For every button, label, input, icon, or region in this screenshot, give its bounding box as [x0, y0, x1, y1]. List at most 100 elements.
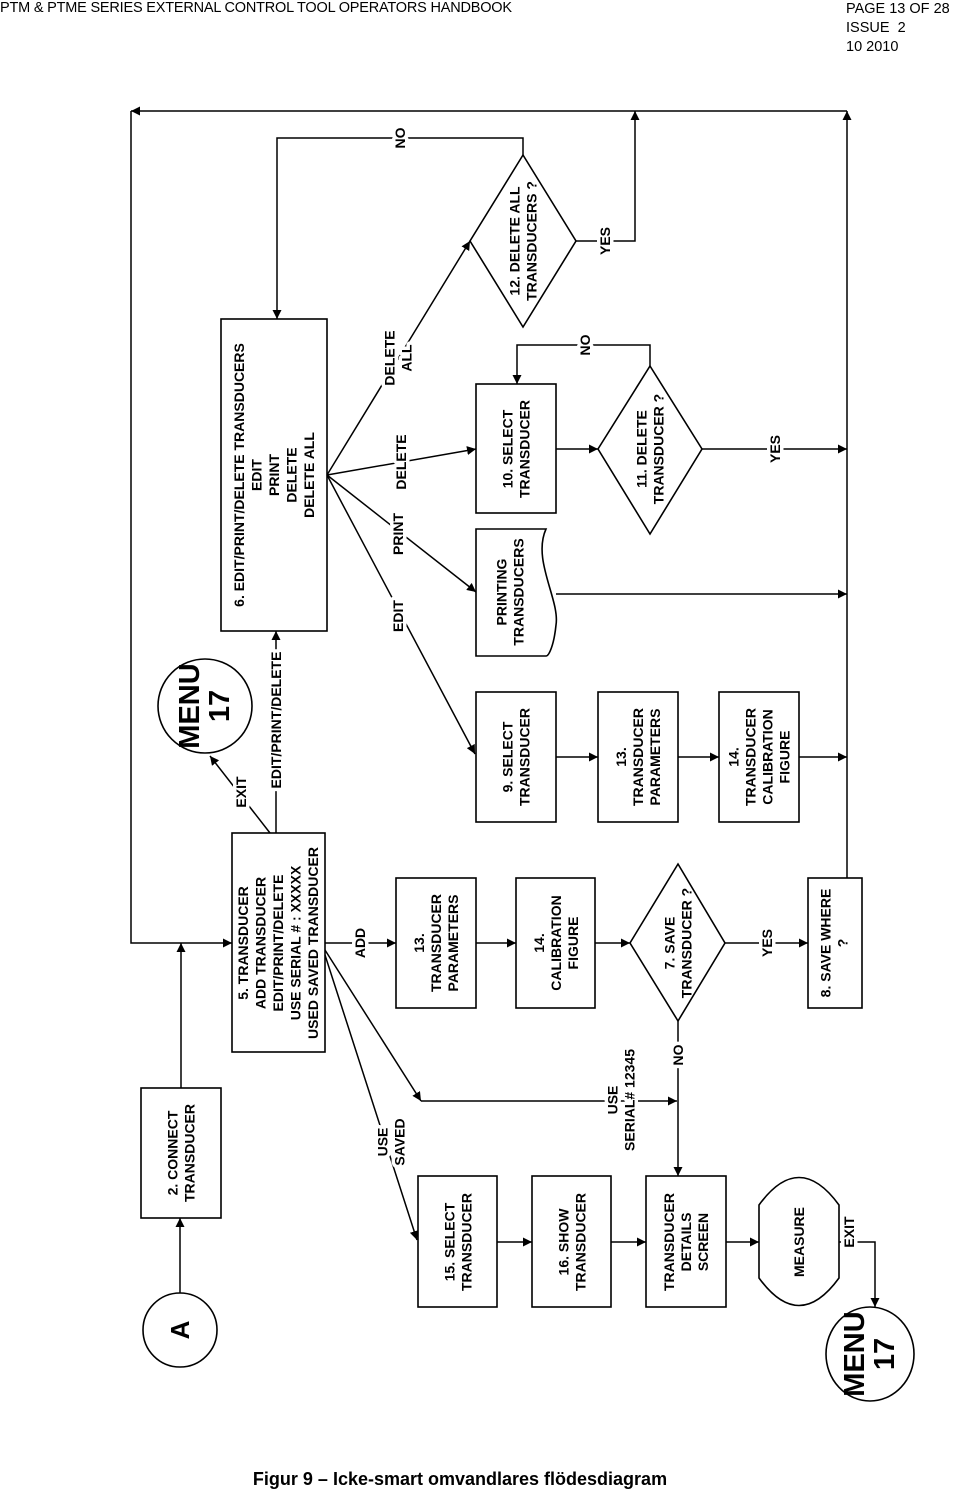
text-line: EDIT/PRINT/DELETE	[268, 652, 284, 789]
text-line: 11. DELETE	[634, 410, 650, 488]
node-text-save-7: 7. SAVETRANSDUCER ?	[662, 888, 695, 998]
node-text-save-where-8: 8. SAVE WHERE?	[818, 889, 851, 998]
issue-number: ISSUE 2	[846, 20, 906, 36]
edge-label-delete-all: DELETEALL	[382, 330, 415, 385]
text-line: TRANSDUCER ?	[679, 888, 695, 998]
text-line: PARAMETERS	[647, 709, 663, 806]
text-line: EDIT	[249, 459, 265, 491]
text-line: FIGURE	[777, 731, 793, 784]
node-text-select-15: 15. SELECTTRANSDUCER	[442, 1193, 475, 1291]
text-line: USE SERIAL # : XXXXX	[288, 865, 304, 1020]
text-line: CALIBRATION	[548, 895, 564, 990]
text-line: MENU	[839, 1311, 871, 1396]
arrow-no-12	[272, 137, 524, 319]
text-line: DELETE ALL	[301, 432, 317, 518]
text-line: 17	[869, 1338, 901, 1370]
text-line: USE	[375, 1128, 391, 1157]
terminal-measure	[758, 1176, 840, 1307]
node-text-measure: MEASURE	[791, 1207, 807, 1277]
text-line: DELETE	[284, 447, 300, 502]
connector-lines	[130, 106, 880, 1307]
node-text-params-13a: 13.TRANSDUCERPARAMETERS	[411, 894, 461, 992]
arrow-delete	[326, 446, 477, 476]
node-text-connector-a: A	[165, 1320, 195, 1339]
text-line: DELETE	[393, 434, 409, 489]
document-header-meta: PAGE 13 OF 28 ISSUE 2 10 2010	[846, 0, 950, 57]
edge-label-add: ADD	[352, 928, 368, 958]
edge-label-edit: EDIT	[390, 600, 406, 632]
text-line: PRINTING	[494, 558, 510, 625]
edge-label-print: PRINT	[390, 513, 406, 555]
node-text-details: TRANSDUCERDETAILSSCREEN	[661, 1193, 711, 1291]
text-line: EXIT	[233, 776, 249, 808]
text-line: TRANSDUCER	[573, 1193, 589, 1291]
node-text-delete-11: 11. DELETETRANSDUCER ?	[634, 394, 667, 504]
edge-label-yes-11: YES	[767, 435, 783, 463]
arrow-use-serial-diag	[324, 949, 422, 1102]
text-line: TRANSDUCERS	[511, 538, 527, 645]
arrow-yes-12	[576, 111, 640, 242]
text-line: TRANSDUCER	[428, 894, 444, 992]
text-line: TRANSDUCER	[517, 708, 533, 806]
text-line: ADD TRANSDUCER	[253, 877, 269, 1009]
node-text-connect: 2. CONNECTTRANSDUCER	[165, 1104, 198, 1202]
text-line: TRANSDUCER	[459, 1193, 475, 1291]
text-line: YES	[767, 435, 783, 463]
text-line: 12. DELETE ALL	[507, 186, 523, 296]
text-line: PRINT	[266, 454, 282, 496]
issue-date: 10 2010	[846, 39, 899, 55]
text-line: EDIT	[390, 600, 406, 632]
node-text-calib-14a: 14.CALIBRATIONFIGURE	[531, 895, 581, 990]
arrow-delete-all	[326, 240, 471, 476]
text-line: 7. SAVE	[662, 917, 678, 970]
text-line: ?	[835, 939, 851, 948]
text-line: USE	[605, 1086, 621, 1115]
node-text-calib-14b: 14.TRANSDUCERCALIBRATIONFIGURE	[726, 708, 793, 806]
arrow-no-11	[512, 344, 651, 384]
text-line: ALL	[399, 344, 415, 372]
edge-label-no-7: NO	[670, 1044, 686, 1065]
edge-label-no-12: NO	[392, 127, 408, 148]
box-transducer-details-screen	[645, 1175, 727, 1308]
node-text-show-16: 16. SHOWTRANSDUCER	[556, 1193, 589, 1291]
text-line: PRINT	[390, 513, 406, 555]
node-text-printing: PRINTINGTRANSDUCERS	[494, 538, 527, 645]
decision-delete-all-12	[469, 153, 577, 329]
box-select-transducer-10	[475, 383, 557, 514]
edge-label-yes-7: YES	[759, 929, 775, 957]
text-line: TRANSDUCER ?	[651, 394, 667, 504]
text-line: 6. EDIT/PRINT/DELETE TRANSDUCERS	[231, 343, 247, 607]
box-show-transducer-16	[531, 1175, 612, 1308]
box-transducer-parameters-13b	[597, 691, 679, 823]
text-line: 16. SHOW	[556, 1208, 572, 1276]
text-line: EXIT	[841, 1216, 857, 1248]
text-line: 13.	[411, 933, 427, 952]
text-line: 14.	[531, 933, 547, 952]
text-line: CALIBRATION	[760, 709, 776, 804]
text-line: YES	[759, 929, 775, 957]
text-line: NO	[577, 334, 593, 355]
document-printing-transducers	[475, 528, 558, 657]
box-edit-print-delete	[220, 318, 328, 632]
text-line: TRANSDUCER	[182, 1104, 198, 1202]
text-line: YES	[597, 227, 613, 255]
text-line: DELETE	[382, 330, 398, 385]
node-text-select-10: 10. SELECTTRANSDUCER	[500, 400, 533, 498]
text-line: TRANSDUCER	[743, 708, 759, 806]
text-line: 15. SELECT	[442, 1202, 458, 1281]
text-line: TRANSDUCER	[517, 400, 533, 498]
page-number: PAGE 13 OF 28	[846, 1, 950, 17]
text-line: 13.	[613, 747, 629, 766]
text-line: NO	[670, 1044, 686, 1065]
decision-save-transducer-7	[629, 862, 726, 1023]
menu-17-connector-top	[157, 658, 253, 754]
menu-17-connector-bottom	[825, 1306, 915, 1402]
box-select-transducer-9	[475, 691, 557, 823]
node-text-delete-all-12: 12. DELETE ALLTRANSDUCERS ?	[507, 181, 540, 301]
document-header-title: PTM & PTME SERIES EXTERNAL CONTROL TOOL …	[0, 0, 512, 16]
text-line: ADD	[352, 928, 368, 958]
arrow-exit-bottom	[839, 1241, 880, 1307]
text-line: TRANSDUCERS ?	[524, 181, 540, 301]
edge-label-use-serial: USESERIAL# 12345	[605, 1049, 638, 1151]
